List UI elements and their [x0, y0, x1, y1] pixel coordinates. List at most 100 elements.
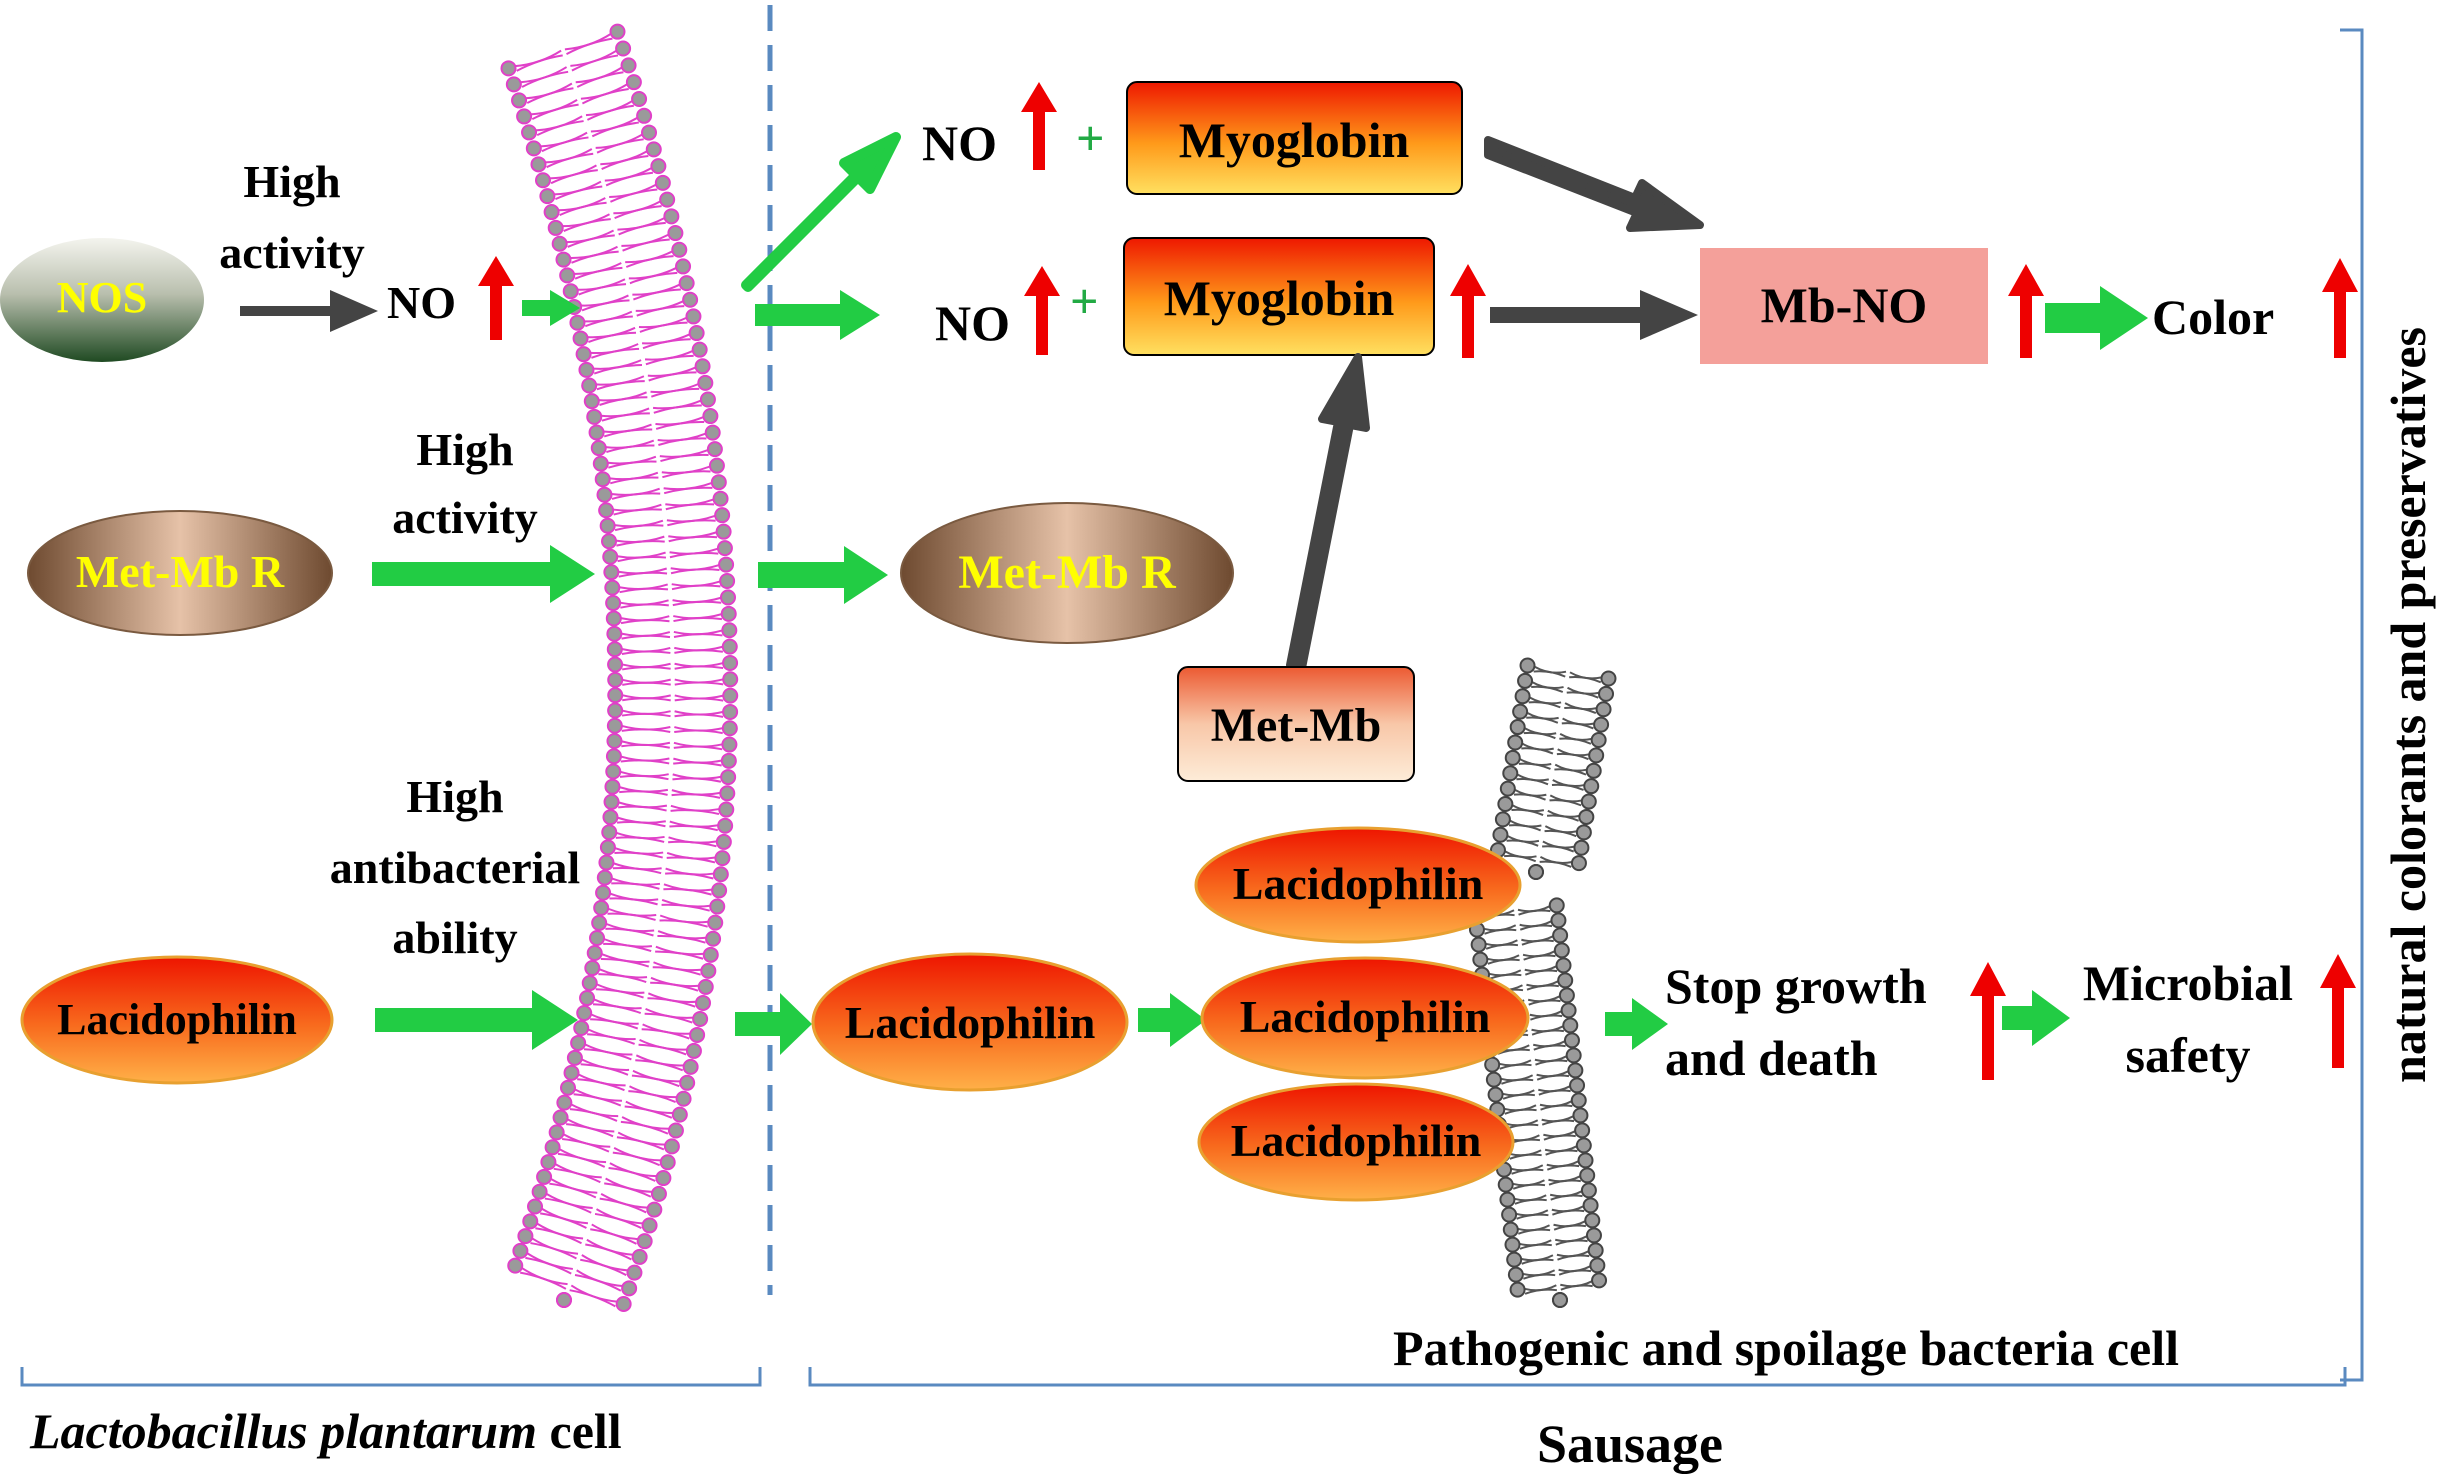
lipid-pair — [1502, 1212, 1601, 1238]
lipid-pair — [551, 208, 680, 252]
gray-arrow-myoglobin-top-to-mbno — [1484, 136, 1704, 232]
lipid-pair — [1472, 942, 1570, 968]
nos-ellipse — [0, 238, 204, 362]
lipid-pair — [1487, 1077, 1586, 1103]
lipid-pair — [544, 1139, 672, 1187]
stop-growth-line1: Stop growth — [1665, 958, 1927, 1014]
met-mb-r-ellipse-right — [900, 502, 1234, 644]
plus-mid: + — [1070, 273, 1099, 329]
lipid-pair — [581, 975, 712, 1011]
myoglobin-box-mid — [1123, 237, 1435, 356]
lipid-pair — [584, 960, 714, 995]
lipid-pair — [555, 225, 684, 268]
sausage-label: Sausage — [1537, 1414, 1723, 1474]
lipid-pair — [562, 258, 692, 300]
lipid-pair — [1501, 1197, 1599, 1223]
lacidophilin-ellipse-left — [20, 955, 334, 1085]
lipid-pair — [596, 869, 728, 899]
lipid-pair — [512, 1242, 638, 1297]
lipid-pair — [566, 1049, 696, 1091]
lactobacillus-cell-word: cell — [537, 1403, 622, 1459]
lipid-pair — [588, 408, 719, 441]
lipid-pair — [566, 275, 695, 315]
lipid-pair — [606, 733, 738, 753]
lipid-pair — [598, 490, 729, 519]
lactobacillus-cell-membrane — [500, 23, 739, 1312]
lipid-pair — [1509, 1272, 1608, 1298]
lipid-pair — [1512, 703, 1610, 733]
high-antibacterial-line3: ability — [392, 912, 517, 963]
lipid-pair — [602, 540, 733, 565]
lipid-pair — [563, 1064, 692, 1107]
lipid-pair — [591, 914, 722, 947]
lipid-pair — [527, 1198, 653, 1250]
no-mid-label: NO — [935, 295, 1010, 351]
lipid-pair — [601, 824, 732, 850]
lipid-pair — [517, 1228, 643, 1281]
lipid-pair — [579, 990, 709, 1027]
met-mb-r-ellipse-left — [27, 510, 333, 636]
lipid-pair — [575, 325, 705, 363]
lacidophilin-2-label: Lacidophilin — [845, 997, 1096, 1048]
lacidophilin-ellipse-2 — [811, 952, 1129, 1092]
red-up-arrow-no-left — [478, 256, 514, 340]
gray-arrow-myoglobin-to-mbno — [1490, 290, 1698, 340]
green-arrow-to-stop-growth — [1605, 998, 1668, 1050]
lipid-pair — [596, 474, 727, 503]
lacidophilin-ellipse-bottom — [1197, 1082, 1515, 1202]
red-up-arrow-mbno — [2008, 264, 2044, 358]
high-antibacterial-line2: antibacterial — [330, 842, 580, 893]
lipid-pair — [605, 748, 737, 769]
lipid-pair — [607, 671, 739, 688]
lipid-pair — [1494, 811, 1592, 841]
lipid-pair — [1506, 1242, 1604, 1268]
lipid-pair — [505, 40, 632, 93]
lipid-pair — [606, 622, 738, 642]
lipid-pair — [603, 793, 735, 818]
lipid-pair — [590, 424, 721, 457]
no-top-label: NO — [922, 115, 997, 171]
high-activity-1-line2: activity — [219, 227, 365, 278]
lipid-pair — [592, 441, 723, 472]
lipid-pair — [1485, 1062, 1584, 1088]
green-arrow-no-into-membrane — [522, 290, 580, 326]
lipid-pair — [593, 899, 724, 931]
lipid-pair — [525, 107, 653, 157]
lipid-pair — [589, 929, 719, 963]
no-left-label: NO — [387, 277, 456, 328]
green-arrow-lacidophilin-2-to-3 — [1138, 993, 1206, 1047]
lipid-pair — [607, 654, 739, 673]
lipid-pair — [1507, 734, 1605, 764]
lipid-pair — [605, 589, 736, 612]
met-mb-box — [1177, 666, 1415, 782]
lipid-pair — [1552, 1292, 1568, 1308]
stop-growth-line2: and death — [1665, 1030, 1878, 1086]
lipid-pair — [594, 457, 725, 488]
lipid-pair — [607, 702, 739, 720]
plus-top: + — [1076, 110, 1105, 166]
lipid-pair — [559, 241, 688, 284]
lipid-pair — [607, 687, 739, 704]
lipid-pair — [576, 1005, 706, 1043]
lactobacillus-bracket — [20, 1367, 762, 1387]
pathogenic-cell-label: Pathogenic and spoilage bacteria cell — [1393, 1320, 2179, 1376]
lipid-pair — [531, 1183, 658, 1234]
lipid-pair — [603, 556, 735, 581]
lipid-pair — [599, 507, 731, 534]
lipid-pair — [604, 573, 736, 596]
lipid-pair — [507, 1257, 632, 1312]
lipid-pair — [556, 1292, 572, 1308]
green-arrow-lacidophilin-left — [375, 990, 578, 1050]
green-arrow-diagonal-up — [741, 132, 901, 292]
lipid-pair — [1519, 657, 1617, 687]
lipid-pair — [586, 945, 717, 979]
lipid-pair — [1496, 1152, 1594, 1178]
lacidophilin-bottom-label: Lacidophilin — [1231, 1115, 1482, 1166]
lipid-pair — [1497, 795, 1595, 825]
lipid-pair — [599, 839, 731, 867]
lipid-pair — [598, 854, 729, 883]
lipid-pair — [1517, 672, 1615, 702]
lipid-pair — [547, 191, 676, 236]
lipid-pair — [1502, 765, 1600, 795]
